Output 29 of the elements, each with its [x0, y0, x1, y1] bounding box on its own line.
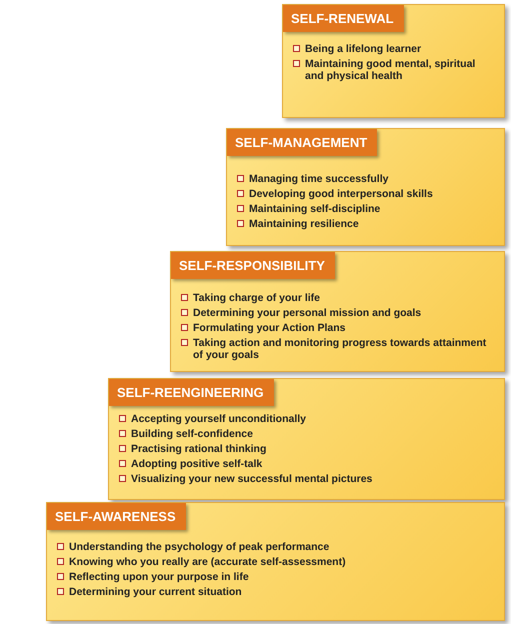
step-title-tab: SELF-RENEWAL	[283, 5, 404, 32]
list-item-text: Practising rational thinking	[131, 443, 266, 455]
step-box	[46, 502, 505, 621]
step-box	[108, 378, 505, 500]
step-title-tab: SELF-AWARENESS	[47, 503, 186, 530]
step-box	[170, 251, 505, 372]
list-item-text: Knowing who you really are (accurate self-assessment)	[69, 556, 346, 568]
list-item-text: Accepting yourself unconditionally	[131, 413, 306, 425]
list-item-text: Understanding the psychology of peak performance	[69, 541, 330, 553]
step-box	[226, 128, 505, 246]
list-item-text: Maintaining resilience	[249, 218, 359, 230]
list-item-text: Reflecting upon your purpose in life	[69, 571, 249, 583]
list-item-text: Being a lifelong learner	[305, 43, 422, 55]
list-item-text: Adopting positive self-talk	[131, 458, 262, 470]
list-item-text: Taking charge of your life	[193, 292, 320, 304]
list-item-text: Taking action and monitoring progress towards attainment of your goals	[193, 337, 488, 361]
list-item-text: Determining your personal mission and goals	[193, 307, 422, 319]
list-item-text: Formulating your Action Plans	[193, 322, 346, 334]
list-item-text: Developing good interpersonal skills	[249, 188, 433, 200]
list-item-text: Managing time successfully	[249, 173, 388, 185]
list-item-text: Maintaining self-discipline	[249, 203, 380, 215]
step-title-tab: SELF-REENGINEERING	[109, 379, 274, 406]
list-item-text: Building self-confidence	[131, 428, 253, 440]
list-item-text: Visualizing your new successful mental pictures	[131, 473, 372, 485]
step-title-tab: SELF-RESPONSIBILITY	[171, 252, 335, 279]
list-item-text: Maintaining good mental, spiritual and physical health	[305, 58, 476, 82]
list-item-text: Determining your current situation	[69, 586, 242, 598]
step-box	[282, 4, 505, 118]
step-title-tab: SELF-MANAGEMENT	[227, 129, 378, 156]
